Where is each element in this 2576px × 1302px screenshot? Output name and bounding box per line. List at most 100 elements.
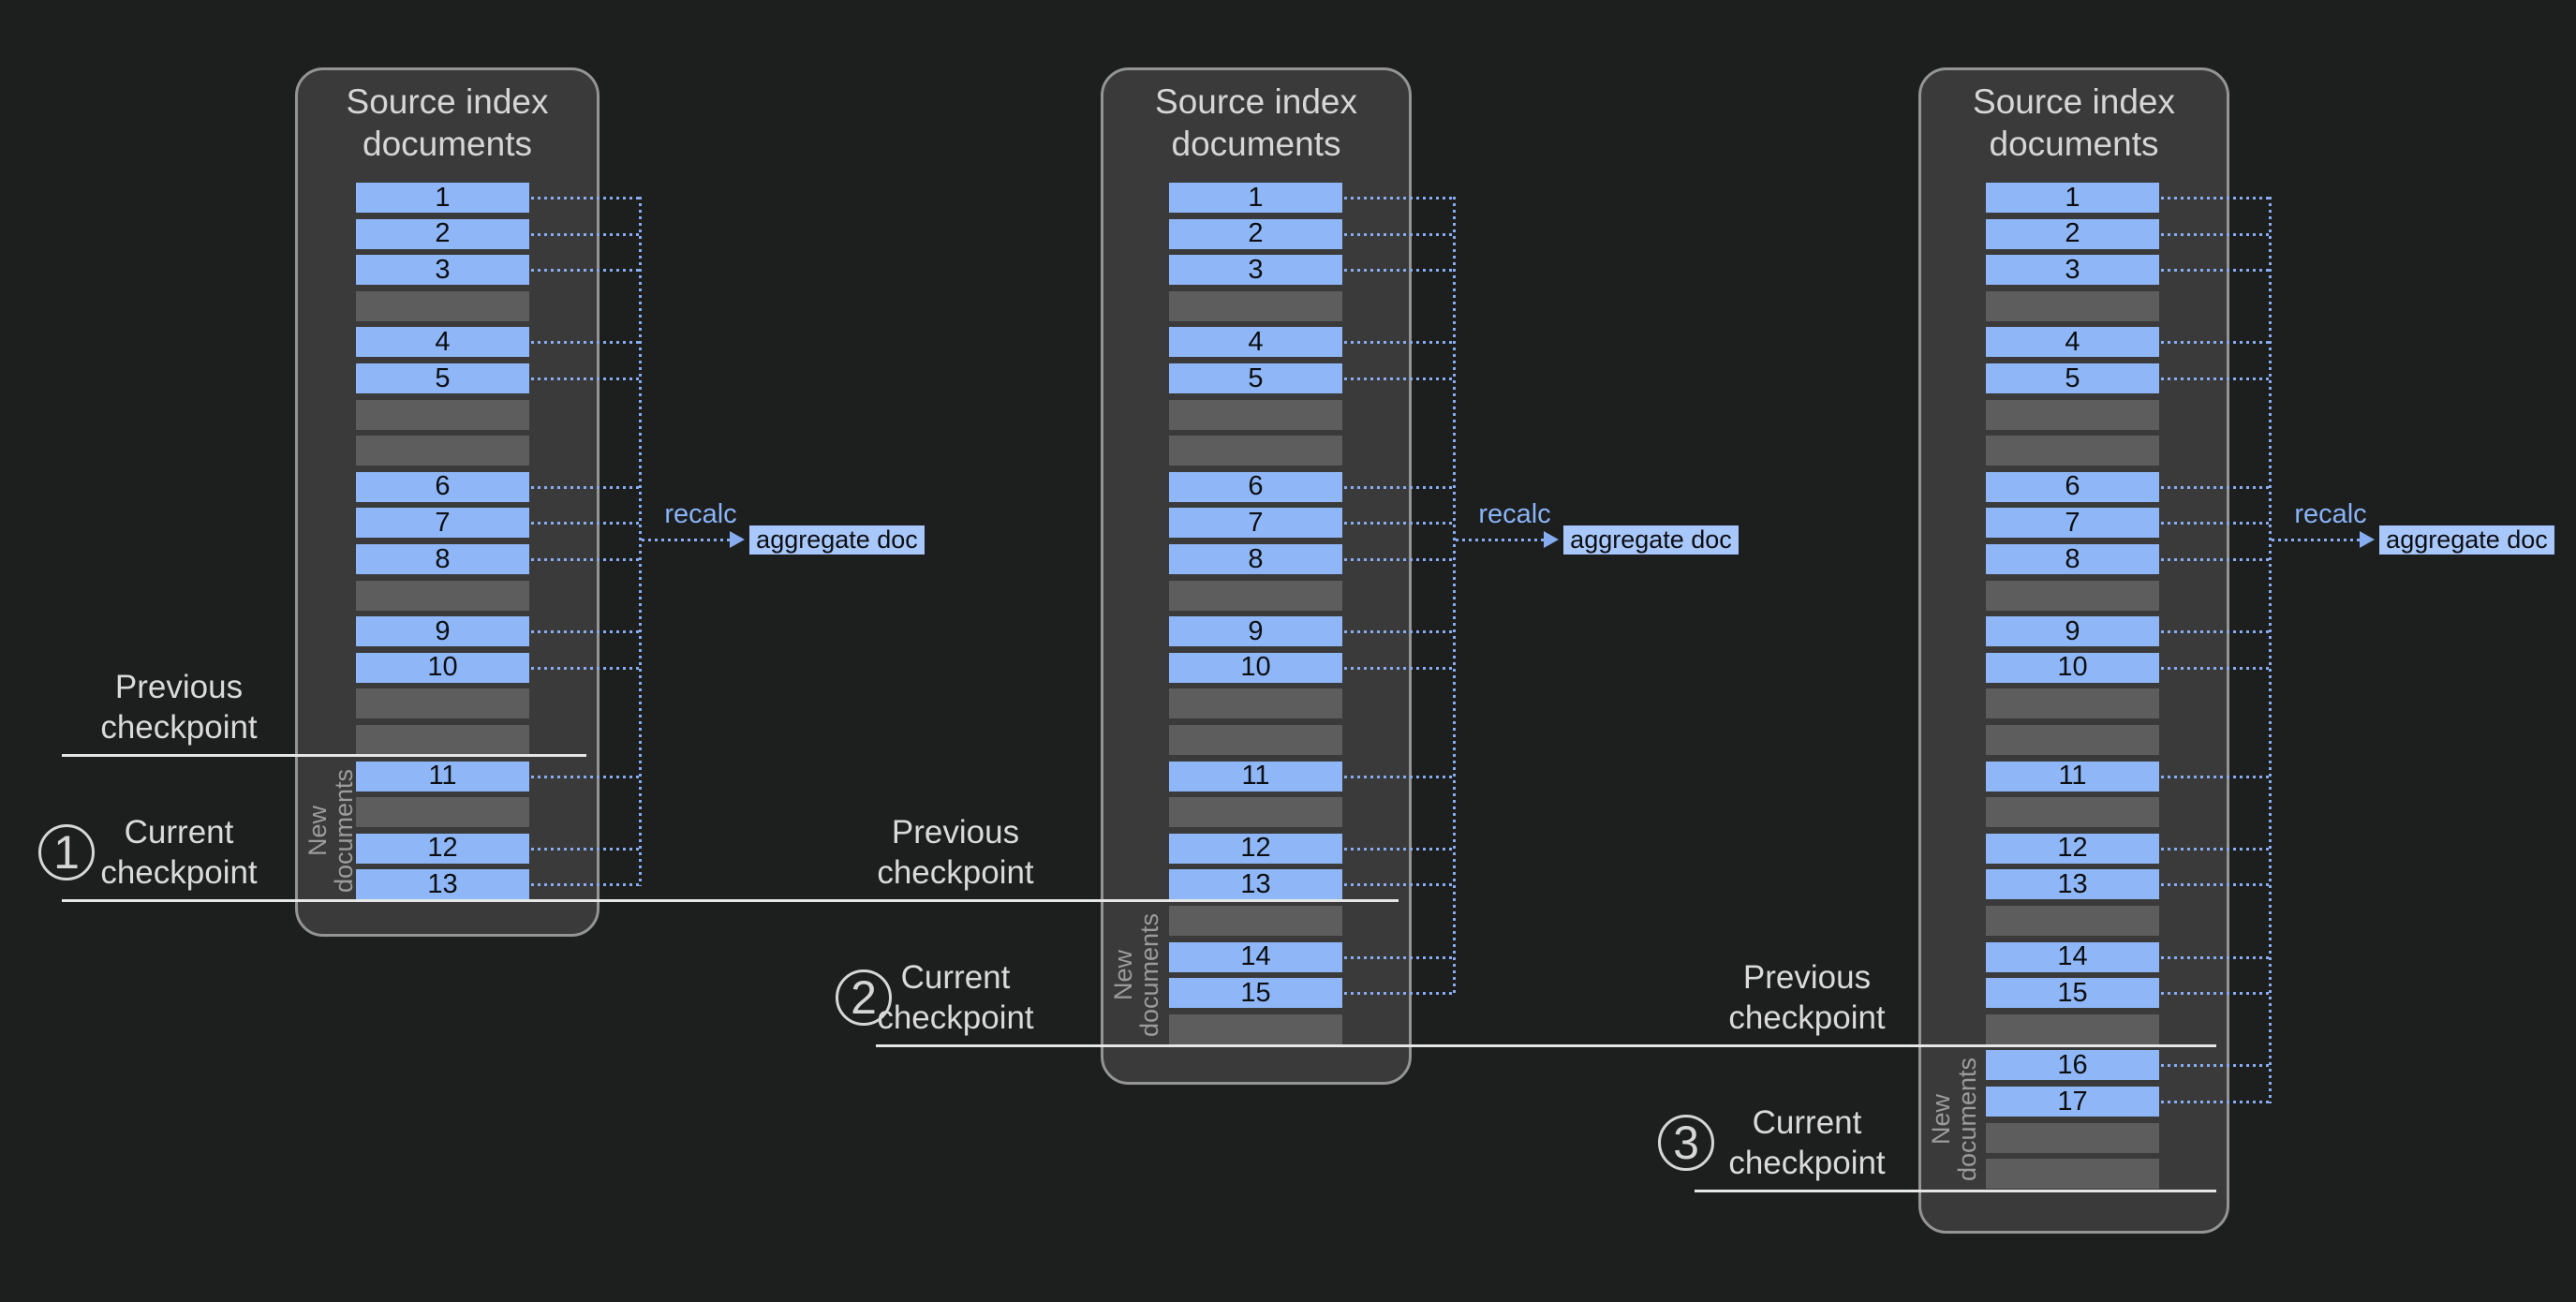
doc-connector-line: [531, 775, 640, 778]
doc-connector-line: [1344, 522, 1454, 525]
document-number: 4: [435, 326, 451, 357]
document-number: 14: [1240, 941, 1271, 972]
previous-checkpoint-label-line: checkpoint: [1728, 999, 1886, 1036]
empty-slot-bar: [1169, 580, 1342, 611]
empty-slot-bar: [1169, 436, 1342, 466]
document-bar: 11: [356, 761, 529, 792]
document-number: 11: [1241, 761, 1270, 792]
checkpoint-divider-line: [876, 1044, 2216, 1047]
empty-slot-bar: [1986, 580, 2159, 611]
recalc-arrow-line: [2272, 539, 2361, 541]
doc-connector-line: [1344, 992, 1454, 996]
doc-connector-line: [2161, 883, 2270, 887]
aggregate-doc-box: aggregate doc: [2379, 525, 2554, 555]
new-documents-label-line: documents: [1953, 1058, 1981, 1182]
document-number: 10: [1240, 652, 1271, 683]
new-documents-label-line: documents: [330, 768, 358, 893]
panel-title-line: Source index: [346, 82, 549, 121]
empty-slot-bar: [1169, 290, 1342, 321]
recalc-label: recalc: [2294, 499, 2367, 529]
document-number: 13: [427, 868, 458, 899]
doc-connector-line: [2161, 955, 2270, 959]
doc-connector-line: [2161, 1064, 2270, 1068]
document-number: 7: [1248, 507, 1264, 538]
doc-connector-line: [1344, 485, 1454, 489]
document-bar: 8: [1169, 544, 1342, 574]
doc-connector-line: [2161, 197, 2270, 200]
document-number: 2: [2065, 218, 2080, 249]
document-number: 12: [427, 833, 458, 864]
document-bar: 15: [1169, 978, 1342, 1009]
empty-slot-bar: [356, 725, 529, 755]
connector-bracket-line: [639, 197, 642, 887]
document-number: 11: [2058, 761, 2087, 792]
document-bar: 8: [356, 544, 529, 574]
recalc-label: recalc: [1478, 499, 1551, 529]
document-bar: 9: [356, 616, 529, 647]
doc-connector-line: [531, 630, 640, 634]
panel-title-line: documents: [1171, 125, 1341, 163]
doc-connector-line: [2161, 485, 2270, 489]
doc-connector-line: [2161, 341, 2270, 345]
aggregate-doc-box: aggregate doc: [749, 525, 925, 555]
document-number: 16: [2057, 1049, 2088, 1080]
document-number: 7: [435, 507, 451, 538]
checkpoint-divider-line: [1695, 1190, 2216, 1192]
recalc-arrow-line: [1456, 539, 1546, 541]
document-number: 6: [435, 471, 451, 502]
document-bar: 6: [356, 471, 529, 502]
aggregate-doc-label: aggregate doc: [2386, 525, 2548, 554]
document-bar: 4: [1169, 327, 1342, 358]
recalc-label: recalc: [664, 499, 737, 529]
document-number: 5: [2065, 362, 2080, 393]
doc-connector-line: [2161, 522, 2270, 525]
doc-connector-line: [531, 485, 640, 489]
empty-slot-bar: [1986, 688, 2159, 719]
doc-connector-line: [531, 666, 640, 670]
document-number: 6: [1248, 471, 1264, 502]
previous-checkpoint-label-line: checkpoint: [877, 854, 1034, 891]
arrow-head-icon: [1544, 531, 1559, 548]
doc-connector-line: [1344, 883, 1454, 887]
empty-slot-bar: [1986, 1013, 2159, 1044]
document-bar: 5: [1169, 363, 1342, 393]
document-bar: 3: [356, 255, 529, 286]
document-number: 8: [2065, 543, 2080, 574]
document-bar: 7: [1169, 507, 1342, 539]
doc-connector-line: [1344, 666, 1454, 670]
previous-checkpoint-label-line: Previous: [114, 669, 244, 705]
panel-title-line: documents: [1989, 125, 2159, 163]
document-bar: 2: [356, 218, 529, 249]
document-number: 12: [2057, 833, 2088, 864]
current-checkpoint-label-line: checkpoint: [100, 854, 258, 891]
empty-slot-bar: [1986, 1122, 2159, 1153]
previous-checkpoint-label-line: Previous: [891, 814, 1020, 851]
doc-connector-line: [531, 377, 640, 380]
current-checkpoint-label-line: Current: [124, 814, 234, 851]
doc-connector-line: [1344, 630, 1454, 634]
doc-connector-line: [2161, 630, 2270, 634]
document-bar: 12: [1986, 833, 2159, 864]
doc-connector-line: [2161, 377, 2270, 380]
doc-connector-line: [531, 232, 640, 236]
doc-connector-line: [2161, 1101, 2270, 1103]
checkpoint-divider-line: [62, 899, 1399, 902]
current-checkpoint-label-line: checkpoint: [1728, 1145, 1886, 1181]
document-bar: 11: [1986, 761, 2159, 792]
document-number: 9: [1248, 615, 1264, 646]
checkpoint-divider-line: [62, 754, 586, 757]
document-bar: 7: [356, 507, 529, 539]
empty-slot-bar: [1986, 436, 2159, 466]
doc-connector-line: [1344, 232, 1454, 236]
document-number: 1: [2065, 182, 2080, 213]
document-bar: 13: [1986, 869, 2159, 900]
panel-title-line: Source index: [1155, 82, 1357, 121]
empty-slot-bar: [1986, 725, 2159, 755]
document-bar: 6: [1169, 471, 1342, 502]
document-number: 10: [2057, 652, 2088, 683]
doc-connector-line: [1344, 269, 1454, 273]
arrow-head-icon: [730, 531, 745, 548]
